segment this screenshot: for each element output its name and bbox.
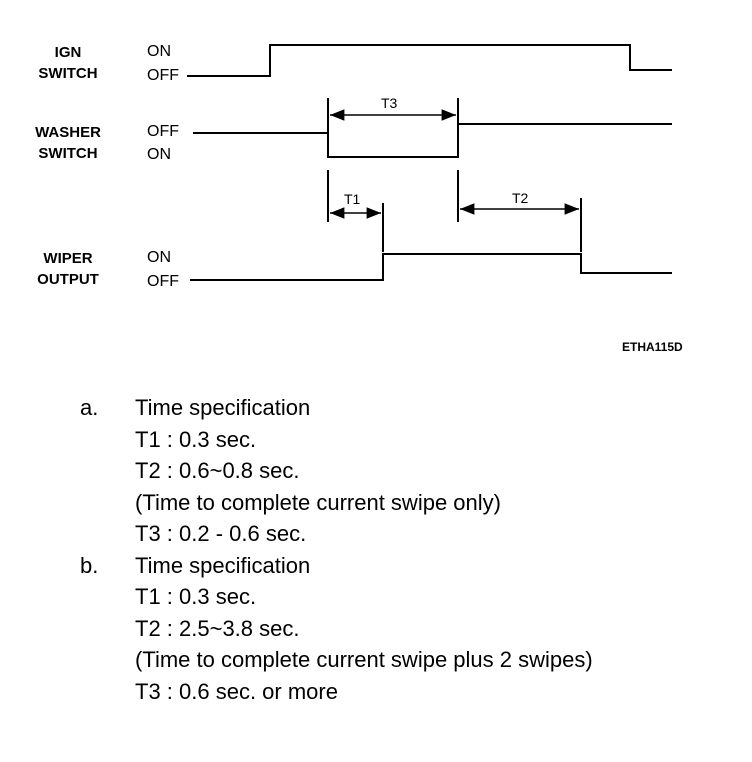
spec-b-t1: T1 : 0.3 sec. — [135, 584, 257, 609]
specifications: a. Time specification T1 : 0.3 sec. T2 :… — [80, 392, 740, 707]
t1-label: T1 — [344, 191, 361, 207]
spec-b-t2: T2 : 2.5~3.8 sec. — [135, 615, 300, 641]
washer-waveform — [193, 123, 672, 158]
washer-switch-label: WASHER SWITCH — [28, 122, 108, 164]
spec-a-t3: T3 : 0.2 - 0.6 sec. — [135, 521, 307, 546]
spec-a-letter: a. — [80, 395, 99, 420]
ign-state-off: OFF — [147, 67, 179, 84]
wiper-waveform — [190, 253, 672, 281]
washer-label-line1: WASHER — [35, 124, 101, 141]
washer-state-off: OFF — [147, 123, 179, 140]
spec-a-heading: Time specification — [135, 395, 311, 420]
wiper-output-label: WIPER OUTPUT — [28, 248, 108, 290]
spec-block-b: b. Time specification T1 : 0.3 sec. T2 :… — [80, 550, 740, 708]
ign-waveform — [187, 44, 672, 77]
figure-code: ETHA115D — [622, 340, 683, 354]
ign-state-on: ON — [147, 43, 171, 60]
spec-b-letter: b. — [80, 552, 99, 578]
spec-a-t2: T2 : 0.6~0.8 sec. — [135, 458, 300, 483]
washer-label-line2: SWITCH — [38, 145, 98, 162]
t2-label: T2 — [512, 190, 529, 206]
timing-diagram: T3 T1 T2 — [187, 44, 672, 281]
wiper-state-on: ON — [147, 249, 171, 266]
wiper-label-line2: OUTPUT — [37, 271, 99, 288]
ign-label-line2: SWITCH — [38, 65, 98, 82]
spec-a-t1: T1 : 0.3 sec. — [135, 426, 257, 452]
spec-block-a: a. Time specification T1 : 0.3 sec. T2 :… — [80, 392, 740, 550]
wiper-state-off: OFF — [147, 273, 179, 290]
wiper-label-line1: WIPER — [43, 250, 93, 267]
spec-b-heading: Time specification — [135, 552, 311, 578]
t3-label: T3 — [381, 95, 398, 111]
spec-b-t3: T3 : 0.6 sec. or more — [135, 678, 338, 704]
spec-a-note: (Time to complete current swipe only) — [135, 489, 501, 515]
ign-switch-label: IGN SWITCH — [28, 42, 108, 84]
ign-label-line1: IGN — [54, 44, 82, 61]
spec-b-note: (Time to complete current swipe plus 2 s… — [135, 647, 593, 672]
washer-state-on: ON — [147, 146, 171, 163]
